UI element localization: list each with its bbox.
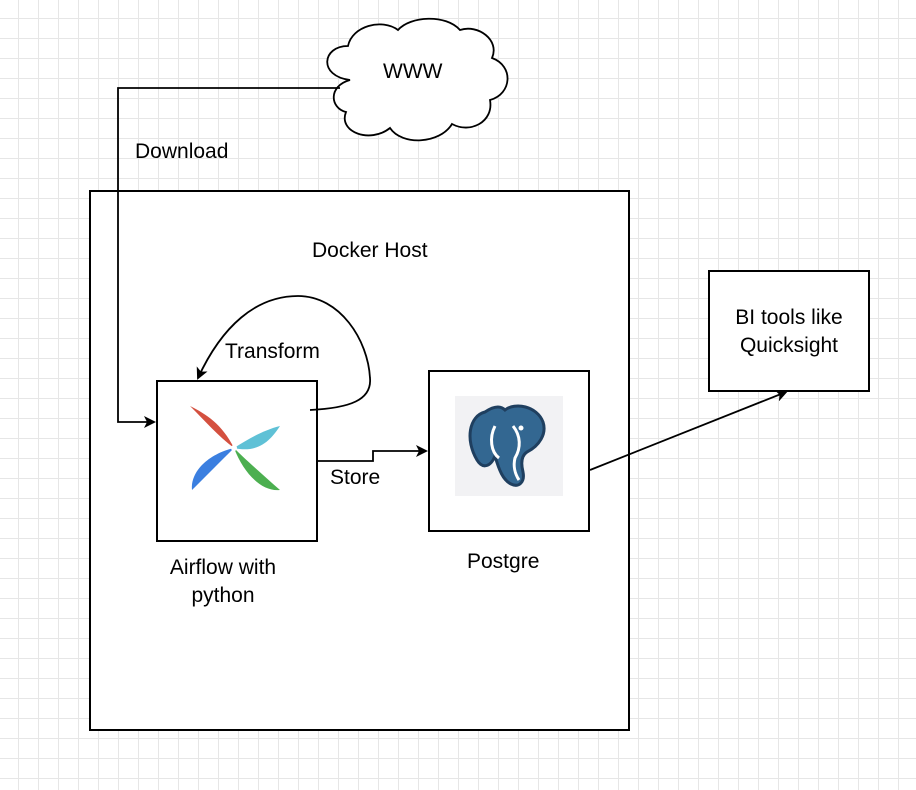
bi-tools-label: BI tools like Quicksight (708, 304, 870, 360)
www-cloud-shape (326, 17, 509, 142)
docker-host-label: Docker Host (312, 239, 428, 262)
postgres-label: Postgre (467, 550, 540, 573)
store-edge (318, 445, 428, 462)
download-edge-label: Download (135, 140, 229, 163)
store-edge-label: Store (330, 466, 381, 489)
bi-tools-label-line1: BI tools like (735, 306, 843, 329)
postgres-box (428, 370, 590, 532)
export-edge (589, 390, 788, 471)
airflow-label-line2: python (191, 584, 255, 607)
airflow-pinwheel-icon (190, 406, 280, 491)
bi-tools-box (708, 270, 870, 392)
transform-edge-label: Transform (225, 340, 320, 363)
transform-edge (196, 295, 371, 411)
www-label: WWW (383, 60, 443, 83)
airflow-box (156, 380, 318, 542)
airflow-label-line1: Airflow with (169, 556, 277, 579)
postgresql-elephant-icon (455, 396, 563, 496)
bi-tools-label-line2: Quicksight (739, 334, 839, 357)
airflow-label: Airflow with python (143, 554, 303, 610)
download-edge (117, 87, 340, 428)
